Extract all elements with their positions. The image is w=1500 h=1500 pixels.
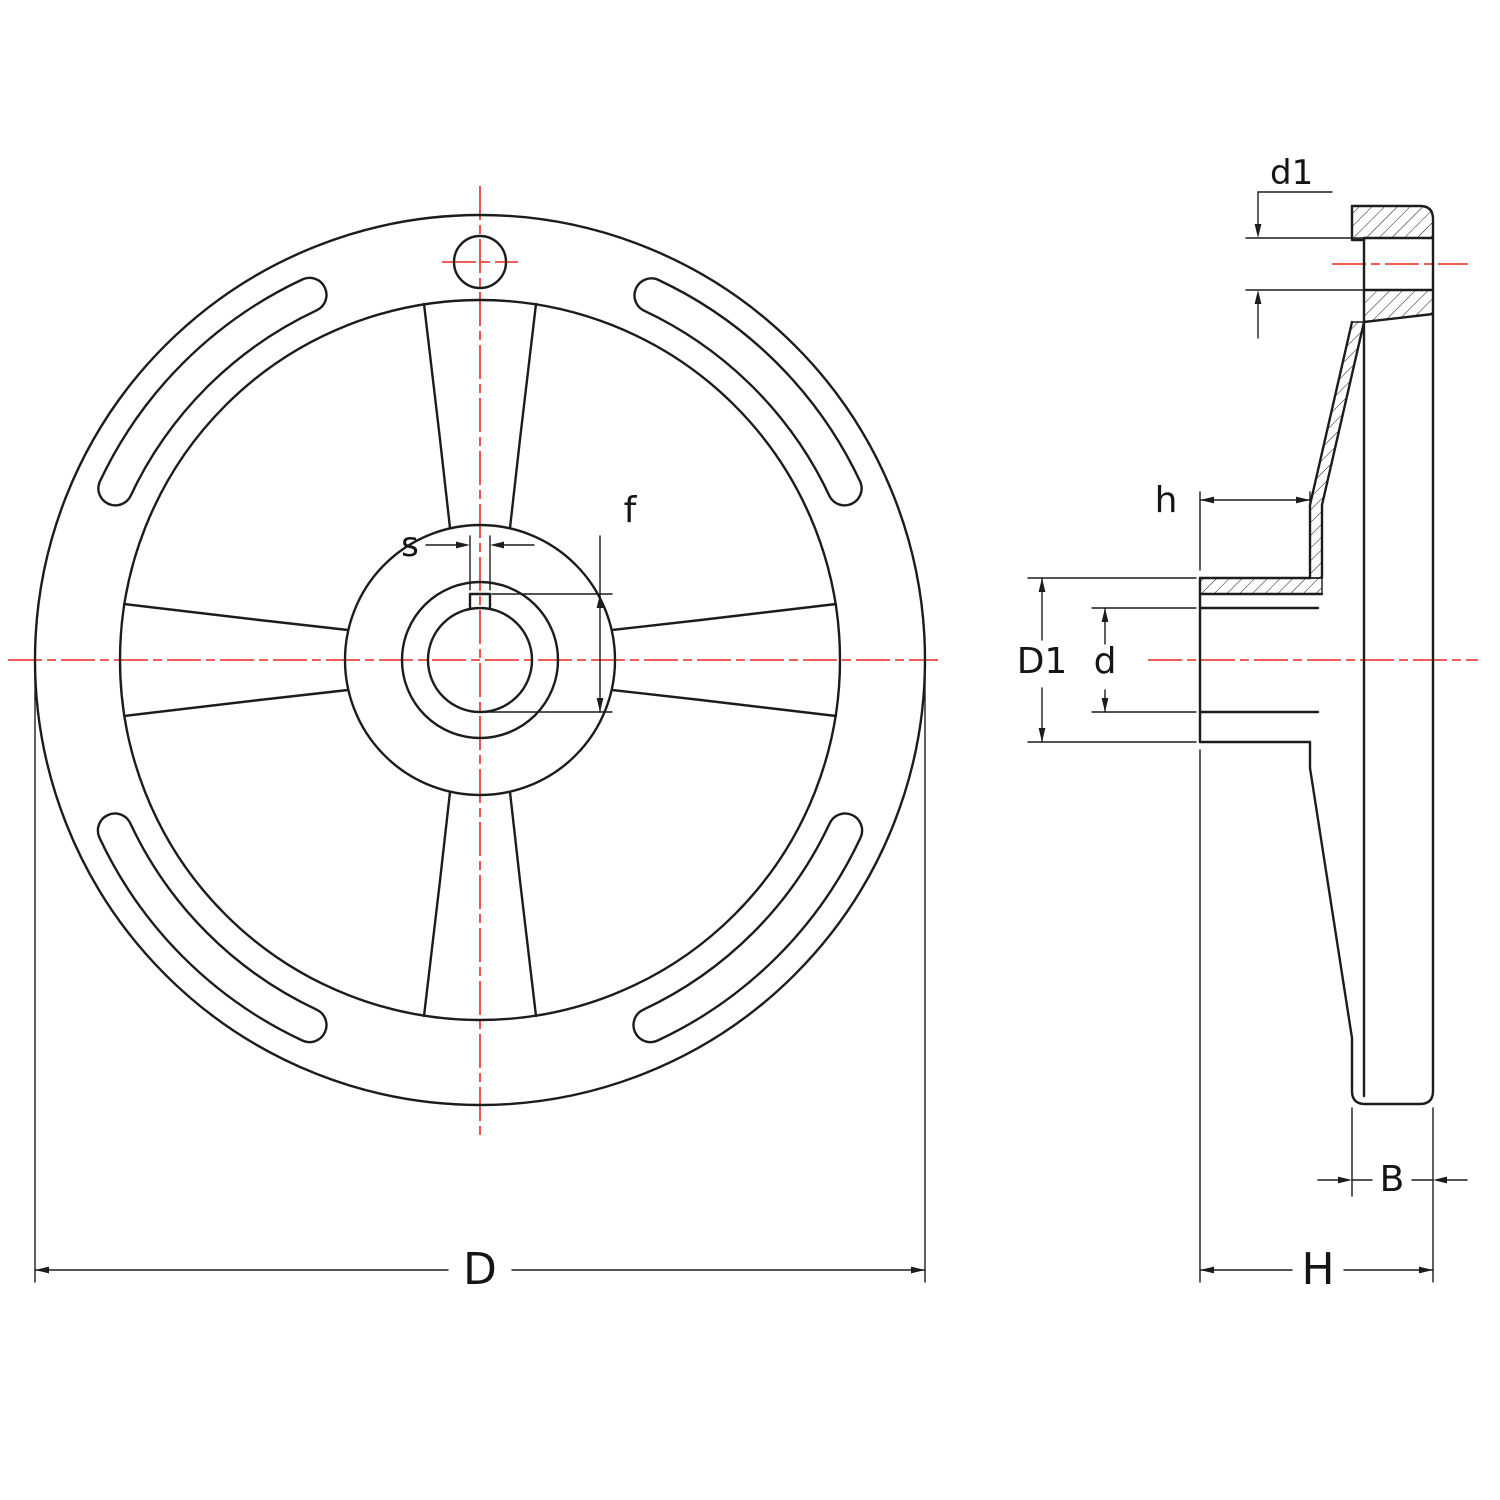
bore-circle [426,606,534,714]
spoke-top-right-edge [508,302,538,530]
dimension-D: D [34,675,926,1295]
dimension-D1: D1 [1017,577,1197,743]
web-inner-surface [1320,320,1366,580]
s-label: s [401,525,419,565]
rim-inner-circle [118,298,842,1022]
d-arrow-bottom [1101,698,1109,712]
d1-label: d1 [1270,153,1313,193]
H-arrow-right [1419,1266,1433,1274]
dimension-H: H [1199,749,1434,1295]
rim-profile-outline [1350,204,1435,1106]
spoke-bottom-left-edge [422,790,452,1018]
D-arrow-right [911,1266,925,1274]
side-view: d1 h D1 d [1017,153,1478,1295]
web-outer-surface [1308,320,1354,580]
D1-arrow-bottom [1038,728,1046,742]
s-arrow-right [490,541,504,549]
d1-arrow-bottom [1254,290,1262,304]
f-label: f [624,490,638,531]
spoke-left-top-edge [122,602,350,632]
rim-slot-top-left [97,276,328,507]
d1-arrow-top [1254,224,1262,238]
D1-label: D1 [1017,641,1068,682]
rim-outer-circle [33,213,927,1107]
rim-section-upper-hatch [1351,205,1434,241]
D-arrow-left [35,1266,49,1274]
hub-section-hatch [1199,577,1323,595]
f-arrow-top [596,594,604,608]
front-wheel [33,213,927,1107]
front-view: s f D [8,186,938,1295]
s-arrow-left [456,541,470,549]
h-arrow-right [1296,496,1310,504]
hub-boss-circle [400,580,560,740]
spoke-left-bottom-edge [122,688,350,718]
dimension-f: f [483,490,638,713]
B-arrow-right [1433,1176,1447,1184]
spokes [122,302,838,1018]
h-arrow-left [1200,496,1214,504]
keyway-slot [468,592,492,611]
side-centerlines [1148,263,1478,661]
rim-slot-top-right [633,277,863,507]
rim-lip-step [1350,204,1366,242]
grip-hole [452,234,508,290]
web-lower-exterior [1308,740,1354,1040]
dimension-s: s [401,525,535,591]
f-arrow-bottom [596,698,604,712]
dimension-h: h [1155,480,1311,571]
rim-slot-bottom-right [632,812,864,1044]
spoke-right-top-edge [610,602,838,632]
grip-hole-section [1362,236,1435,292]
d-arrow-top [1101,608,1109,622]
rim-slot-bottom-left [96,812,328,1044]
dimension-d1: d1 [1245,153,1365,339]
B-arrow-left [1338,1176,1352,1184]
D-label: D [463,1244,497,1295]
H-arrow-left [1200,1266,1214,1274]
front-centerlines [8,186,938,1140]
rim-section-bottom-edge [1362,312,1435,324]
spoke-right-bottom-edge [610,688,838,718]
D1-arrow-top [1038,578,1046,592]
B-label: B [1380,1159,1405,1200]
d-label: d [1094,641,1117,682]
side-body [1198,204,1435,1106]
dimension-d: d [1091,607,1197,713]
spoke-top-left-edge [422,302,452,530]
hub-circle [343,523,617,797]
spoke-bottom-right-edge [508,790,538,1018]
h-label: h [1155,480,1178,521]
dimension-B: B [1317,1107,1468,1283]
H-label: H [1301,1244,1334,1295]
